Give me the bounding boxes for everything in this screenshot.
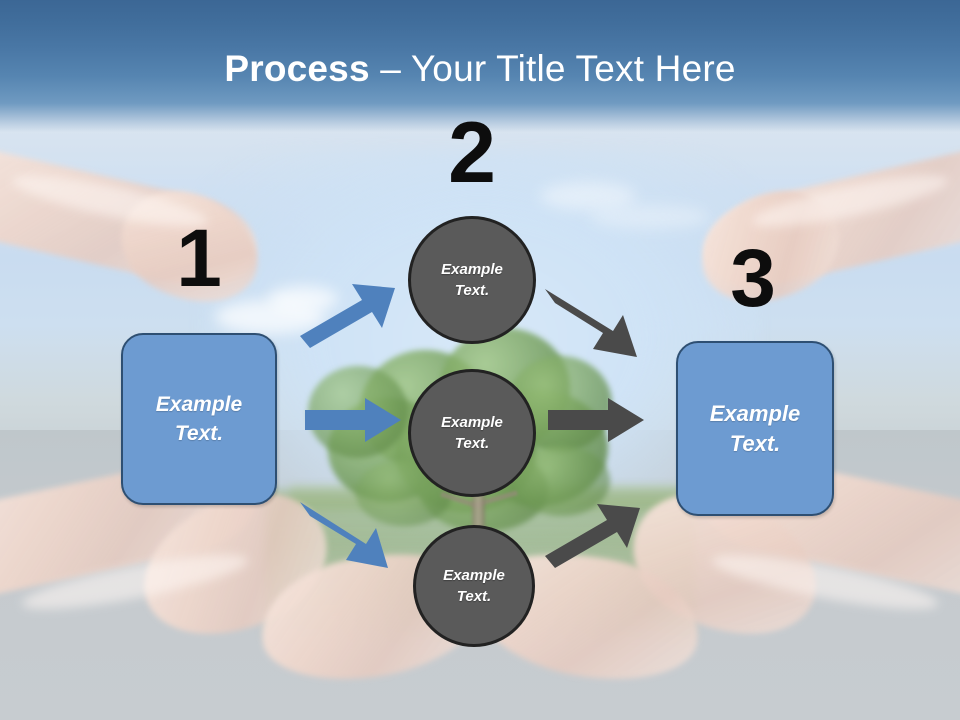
gray-arrow-right-icon[interactable] [548,398,644,442]
title-dash: – [369,48,411,89]
process-box-left-label: Example Text. [155,393,243,445]
process-box-right-label: Example Text. [709,400,801,456]
title-strong: Process [224,48,370,89]
step-number-1: 1 [176,213,222,304]
cloud-icon [268,286,338,312]
cloud-icon [540,182,636,210]
cloud-icon [590,205,710,229]
title-light: Your Title Text Here [410,48,736,89]
process-circle-middle[interactable]: Example Text. [408,369,536,497]
step-number-3: 3 [730,233,776,324]
page-title: Process – Your Title Text Here [0,47,960,91]
blue-arrow-up-icon[interactable] [300,280,400,350]
gray-arrow-down-icon[interactable] [545,285,650,357]
process-box-right[interactable]: Example Text. [676,341,834,516]
process-circle-bottom[interactable]: Example Text. [413,525,535,647]
blue-arrow-right-icon[interactable] [305,398,401,442]
process-circle-middle-label: Example Text. [441,414,503,452]
blue-arrow-down-icon[interactable] [300,498,400,568]
process-circle-top-label: Example Text. [441,261,503,299]
title-banner [0,0,960,132]
process-circle-top[interactable]: Example Text. [408,216,536,344]
step-number-2: 2 [448,105,496,201]
process-circle-bottom-label: Example Text. [443,567,505,605]
process-box-left[interactable]: Example Text. [121,333,277,505]
gray-arrow-up-icon[interactable] [545,500,645,570]
